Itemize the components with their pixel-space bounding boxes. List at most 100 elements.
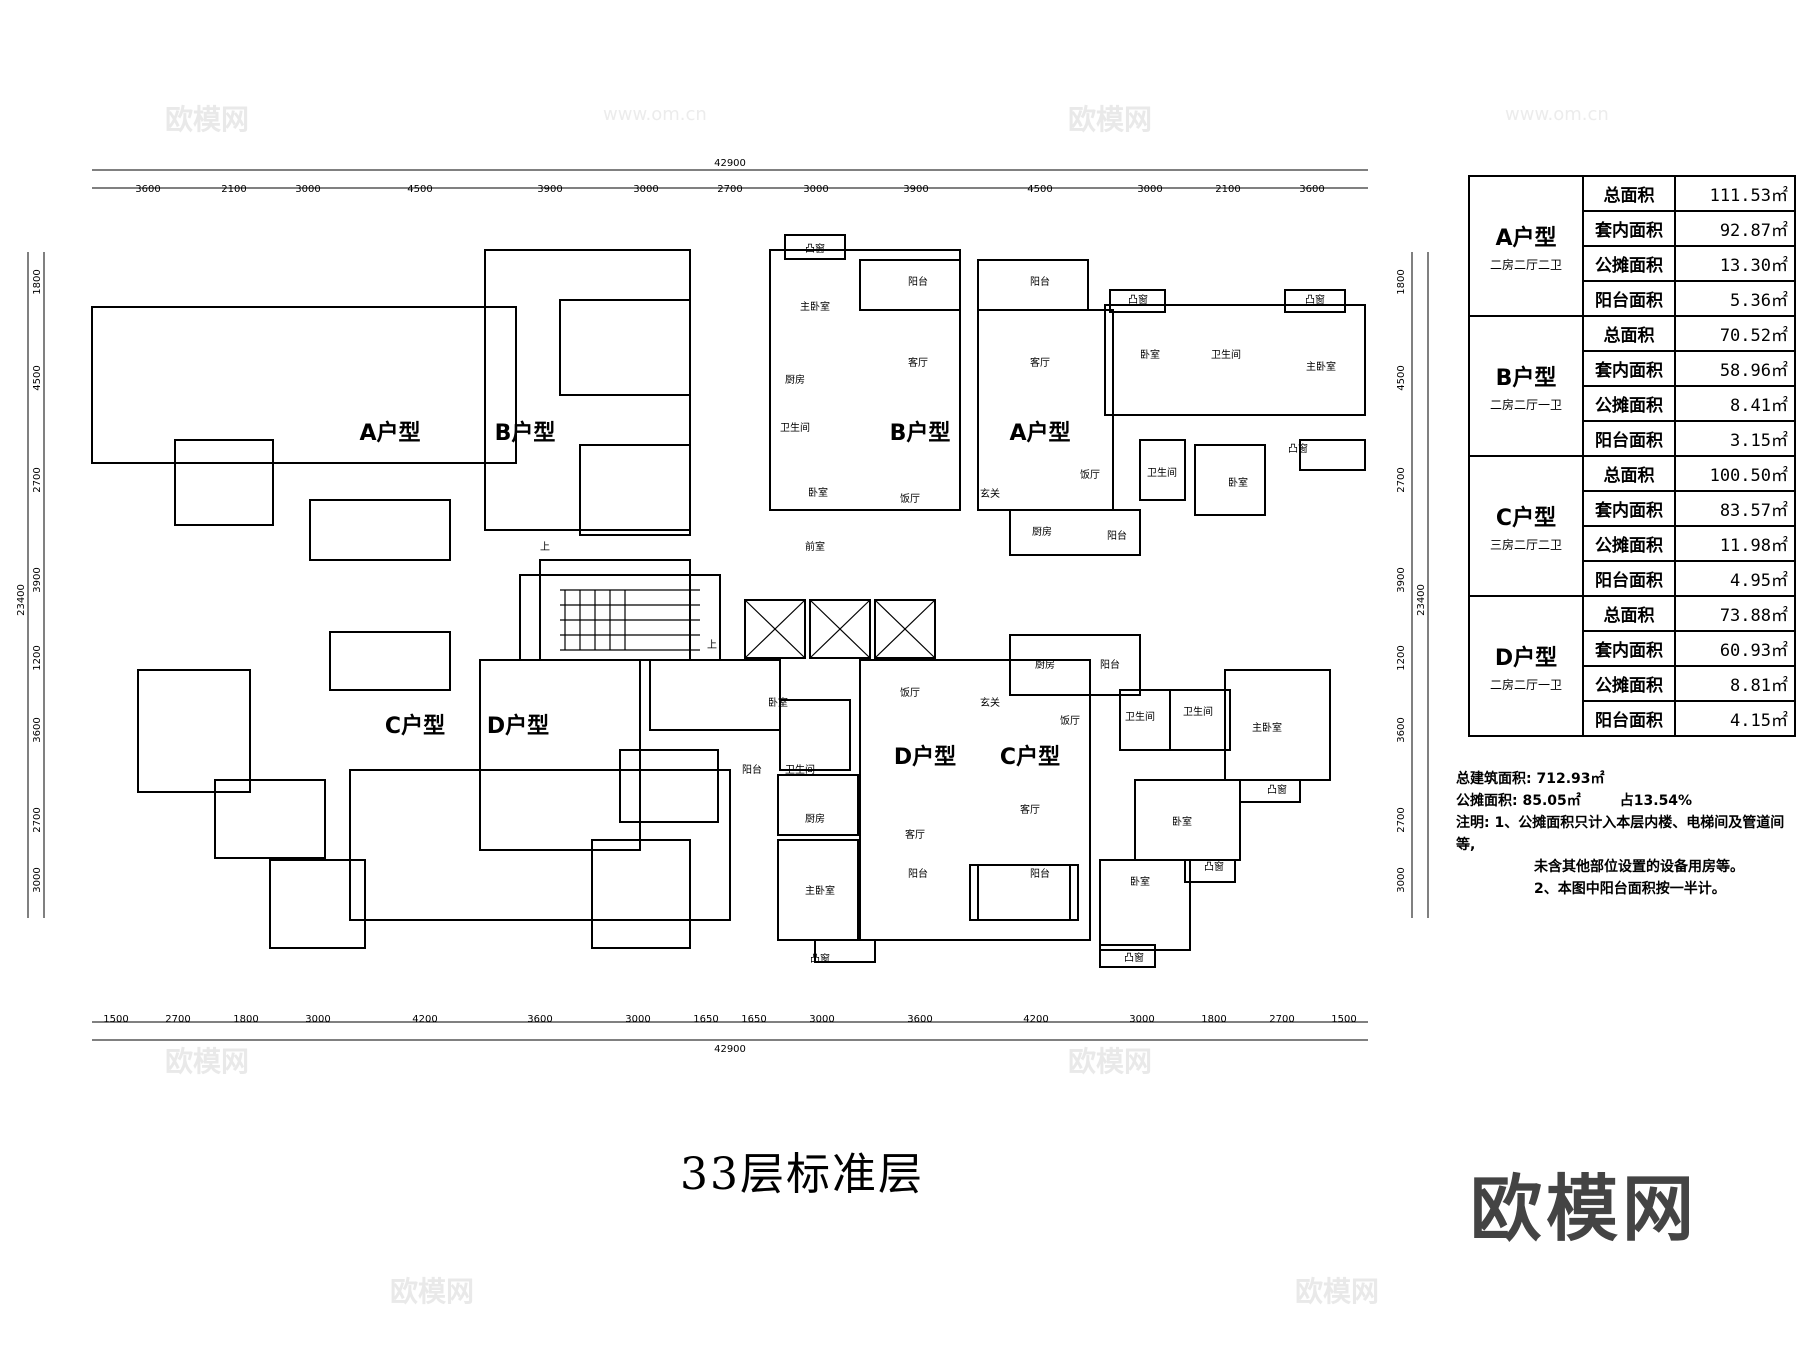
right-dim: 1200 (1396, 645, 1407, 670)
unit-cell: C户型三房二厅二卫 (1468, 455, 1584, 597)
area-summary: 总建筑面积: 712.93㎡ 公摊面积: 85.05㎡ 占13.54% 注明: … (1456, 768, 1800, 900)
room-label: 主卧室 (1306, 360, 1336, 373)
unit-name: B户型 (1495, 365, 1557, 391)
room-label: 凸窗 (810, 952, 830, 965)
area-value: 8.41㎡ (1674, 385, 1796, 422)
note-1: 注明: 1、公摊面积只计入本层内楼、电梯间及管道间等, (1456, 815, 1785, 853)
right-dim: 3000 (1396, 867, 1407, 892)
area-label: 阳台面积 (1582, 700, 1676, 737)
room-label: 凸窗 (1305, 293, 1325, 306)
area-value: 4.15㎡ (1674, 700, 1796, 737)
bottom-dim: 3000 (809, 1014, 834, 1025)
left-dim: 1800 (32, 269, 43, 294)
bottom-dim: 1650 (693, 1014, 718, 1025)
room-label: 饭厅 (1080, 469, 1100, 481)
watermark-url: www.om.cn (603, 104, 707, 125)
unit-label-c-left: C户型 (385, 713, 445, 739)
room-label: 卧室 (1130, 875, 1150, 888)
room-label: 卧室 (768, 696, 788, 709)
room-label: 客厅 (908, 356, 928, 369)
room-label: 凸窗 (805, 242, 825, 255)
right-dim: 1800 (1396, 269, 1407, 294)
area-label: 套内面积 (1582, 630, 1676, 667)
bottom-dim: 2700 (1269, 1014, 1294, 1025)
room-label: 卫生间 (1183, 705, 1213, 718)
room-label: 阳台 (1030, 867, 1050, 880)
room-label: 客厅 (1020, 803, 1040, 816)
room-label: 阳台 (742, 763, 762, 776)
room-label: 厨房 (805, 812, 825, 825)
room-label: 凸窗 (1288, 442, 1308, 455)
top-dim: 3000 (295, 184, 320, 195)
brand-logo: 欧模网 (1470, 1167, 1699, 1251)
unit-desc: 二房二厅一卫 (1489, 677, 1562, 692)
room-label: 凸窗 (1124, 951, 1144, 964)
room-label: 卫生间 (1211, 348, 1241, 361)
bottom-dim: 1650 (741, 1014, 766, 1025)
watermark: 欧模网 (165, 103, 250, 136)
left-dim: 2700 (32, 467, 43, 492)
unit-label-b-left: B户型 (495, 420, 556, 446)
left-dim: 3600 (32, 717, 43, 742)
room-label: 卫生间 (780, 421, 810, 434)
room-label: 卧室 (1228, 476, 1248, 489)
area-label: 公摊面积 (1582, 385, 1676, 422)
left-overall-dim: 23400 (16, 584, 27, 616)
unit-label-a-left: A户型 (359, 420, 420, 446)
room-label: 凸窗 (1267, 783, 1287, 796)
note-2: 2、本图中阳台面积按一半计。 (1534, 881, 1726, 897)
area-value: 3.15㎡ (1674, 420, 1796, 457)
area-label: 套内面积 (1582, 350, 1676, 387)
shared-area-line: 公摊面积: 85.05㎡ 占13.54% (1456, 790, 1800, 812)
area-label: 总面积 (1582, 315, 1676, 352)
top-dim: 3000 (633, 184, 658, 195)
room-label: 阳台 (1107, 529, 1127, 542)
top-dim: 2100 (1215, 184, 1240, 195)
bottom-dim: 1800 (233, 1014, 258, 1025)
top-dim: 3000 (1137, 184, 1162, 195)
area-value: 8.81㎡ (1674, 665, 1796, 702)
watermark: 欧模网 (1068, 1045, 1153, 1078)
room-label: 玄关 (980, 696, 1000, 709)
bottom-dim: 4200 (412, 1014, 437, 1025)
room-label: 凸窗 (1204, 860, 1224, 873)
area-value: 111.53㎡ (1674, 175, 1796, 212)
stair-up-label: 上 (540, 541, 550, 553)
area-value: 11.98㎡ (1674, 525, 1796, 562)
area-value: 70.52㎡ (1674, 315, 1796, 352)
left-dim: 3900 (32, 567, 43, 592)
room-label: 卧室 (1140, 348, 1160, 361)
watermark: 欧模网 (1295, 1275, 1380, 1308)
area-value: 13.30㎡ (1674, 245, 1796, 282)
top-dim: 2100 (221, 184, 246, 195)
area-value: 92.87㎡ (1674, 210, 1796, 247)
drawing-title: 33层标准层 (680, 1149, 924, 1200)
area-value: 73.88㎡ (1674, 595, 1796, 632)
area-value: 58.96㎡ (1674, 350, 1796, 387)
room-label: 阳台 (1100, 658, 1120, 671)
unit-desc: 二房二厅二卫 (1489, 257, 1562, 272)
top-dim: 4500 (1027, 184, 1052, 195)
top-dim: 3900 (903, 184, 928, 195)
stair-up-label: 上 (707, 639, 717, 651)
area-label: 总面积 (1582, 455, 1676, 492)
room-label: 前室 (805, 540, 825, 553)
right-dim: 4500 (1396, 365, 1407, 390)
area-label: 套内面积 (1582, 490, 1676, 527)
left-dim: 1200 (32, 645, 43, 670)
bottom-dim: 4200 (1023, 1014, 1048, 1025)
area-label: 公摊面积 (1582, 525, 1676, 562)
area-value: 83.57㎡ (1674, 490, 1796, 527)
unit-label-d-left: D户型 (487, 713, 549, 739)
area-value: 5.36㎡ (1674, 280, 1796, 317)
unit-desc: 三房二厅二卫 (1489, 537, 1562, 552)
right-dim: 3600 (1396, 717, 1407, 742)
unit-label-b-right: B户型 (890, 420, 951, 446)
top-dim: 3600 (1299, 184, 1324, 195)
room-label: 主卧室 (1252, 721, 1282, 734)
top-dim: 3000 (803, 184, 828, 195)
bottom-dim: 3000 (625, 1014, 650, 1025)
room-label: 卫生间 (1147, 466, 1177, 479)
area-label: 公摊面积 (1582, 665, 1676, 702)
area-label: 阳台面积 (1582, 280, 1676, 317)
